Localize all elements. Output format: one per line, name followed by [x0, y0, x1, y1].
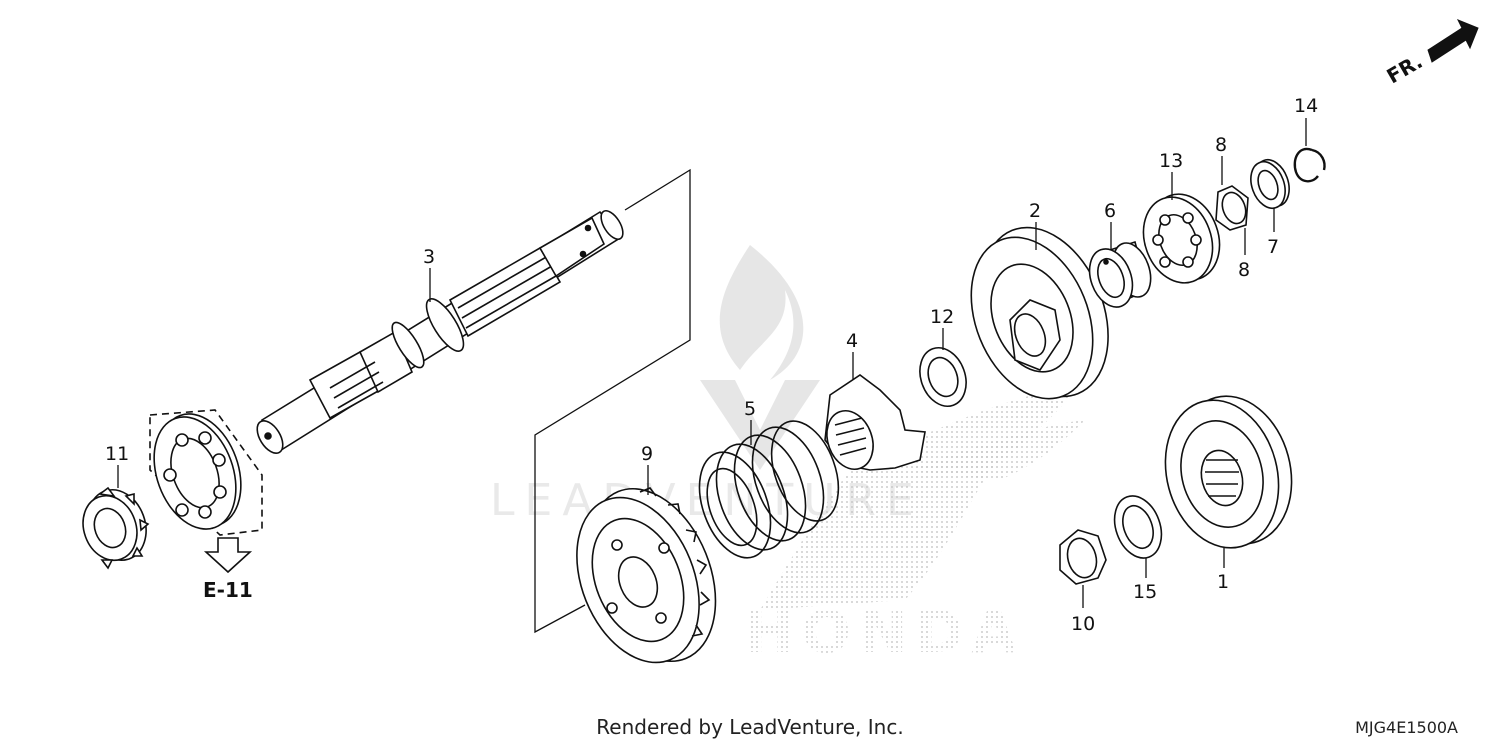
callout-9[interactable]: 9 [641, 443, 653, 465]
callout-8-upper[interactable]: 8 [1215, 134, 1227, 156]
split-collar-8[interactable] [1215, 185, 1250, 231]
nut-10[interactable] [1059, 529, 1107, 585]
callout-5[interactable]: 5 [744, 398, 756, 420]
callout-4[interactable]: 4 [846, 330, 858, 352]
arrow-right-icon [1427, 19, 1479, 63]
leader-lines [117, 118, 1307, 608]
direction-label: FR. [1383, 49, 1427, 88]
callouts: 3 11 9 5 4 12 2 6 13 8 8 7 14 1 10 15 [105, 95, 1318, 635]
callout-8-lower[interactable]: 8 [1238, 259, 1250, 281]
bearing-ref-e11 [149, 409, 263, 574]
callout-7[interactable]: 7 [1267, 236, 1279, 258]
credit-line: Rendered by LeadVenture, Inc. [596, 715, 904, 739]
assembly-bracket [534, 168, 691, 634]
gear-1[interactable] [1149, 383, 1307, 560]
washer-15[interactable] [1106, 489, 1169, 564]
lock-nut-11[interactable] [74, 482, 155, 570]
callout-13[interactable]: 13 [1159, 150, 1183, 172]
callout-6[interactable]: 6 [1104, 200, 1116, 222]
callout-10[interactable]: 10 [1071, 613, 1095, 635]
callout-3[interactable]: 3 [423, 246, 435, 268]
gear-2[interactable] [949, 209, 1132, 417]
callout-2[interactable]: 2 [1029, 200, 1041, 222]
main-shaft[interactable] [252, 207, 627, 457]
washer-12[interactable] [912, 341, 974, 412]
callout-1[interactable]: 1 [1217, 571, 1229, 593]
gear-9[interactable] [554, 470, 740, 681]
callout-12[interactable]: 12 [930, 306, 954, 328]
drawing-code: MJG4E1500A [1355, 718, 1458, 737]
honda-logo-text: HONDA [745, 598, 1024, 666]
washer-7[interactable] [1245, 155, 1295, 213]
reference-label[interactable]: E-11 [203, 578, 253, 602]
callout-11[interactable]: 11 [105, 443, 129, 465]
callout-14[interactable]: 14 [1294, 95, 1318, 117]
bearing-13[interactable] [1132, 184, 1231, 292]
front-direction-indicator: FR. [1383, 19, 1479, 88]
cam-collar-4[interactable] [819, 374, 926, 476]
honda-logo: HONDA [745, 385, 1085, 666]
collar-6[interactable] [1082, 238, 1158, 313]
snap-ring-14[interactable] [1293, 147, 1326, 183]
callout-15[interactable]: 15 [1133, 581, 1157, 603]
